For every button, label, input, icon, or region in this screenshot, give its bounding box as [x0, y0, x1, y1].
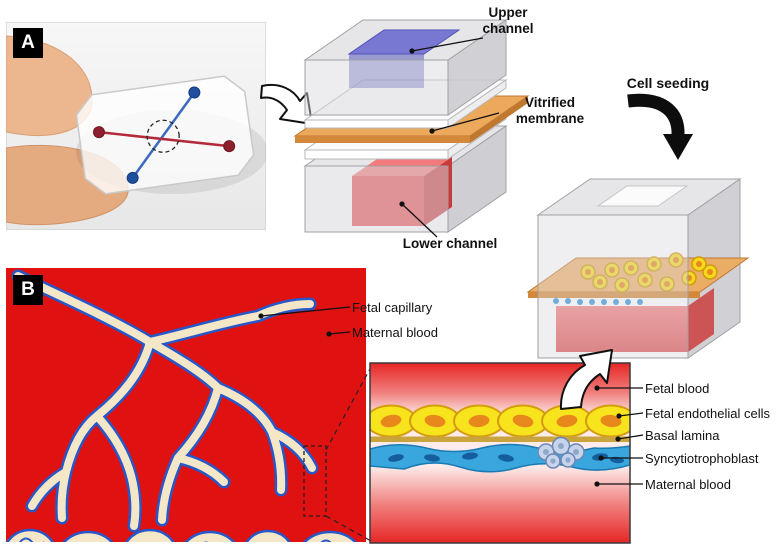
top-opening [596, 185, 689, 207]
placental-villi-art [6, 268, 366, 542]
cross-section-border [369, 362, 631, 544]
panel-a-label: A [13, 28, 43, 58]
syncytiotrophoblast-label: Syncytiotrophoblast [645, 451, 759, 466]
maternal-blood-layer [370, 466, 630, 543]
fetal-endothelial-cells-label: Fetal endothelial cells [645, 406, 771, 421]
endothelial-nuclei [380, 414, 622, 428]
syncytio-nuclei [388, 452, 624, 464]
maternal-blood-label: Maternal blood [352, 325, 438, 340]
basal-lamina-label: Basal lamina [645, 428, 720, 443]
seeded-cell-nuclei [585, 257, 713, 288]
vitrified-membrane-label: Vitrified membrane [515, 95, 585, 126]
device-cube-exploded [293, 19, 530, 233]
inlet-port [188, 86, 201, 99]
panel-b-label: B [13, 275, 43, 305]
lower-channel-seeded [556, 288, 714, 352]
cell-seeding-arrow-icon [627, 93, 693, 160]
cross-section-art [370, 363, 630, 543]
maternal-blood-inset-label: Maternal blood [645, 477, 731, 492]
villi-cross-sections [6, 528, 357, 542]
zoom-connector-line [325, 366, 372, 451]
culture-area-marker [146, 119, 180, 153]
capillary-lumen [14, 272, 316, 530]
exploded-view-arrow-icon [260, 84, 313, 125]
outlet-port [223, 140, 236, 153]
cytotrophoblast-cluster [537, 436, 585, 469]
device-cube-seeded [526, 178, 750, 359]
villi-capillary-squiggles [19, 537, 332, 542]
upper-channel-label: Upper channel [482, 5, 534, 36]
chip-photo [6, 22, 266, 230]
fetal-capillary-label: Fetal capillary [352, 300, 433, 315]
outlet-port [126, 171, 139, 184]
microfluidic-chip [75, 75, 255, 195]
basal-lamina-layer [370, 436, 630, 442]
cell-seeding-label: Cell seeding [626, 75, 710, 91]
leader-dots [258, 48, 622, 487]
zoom-region-marker [303, 445, 327, 517]
inlet-port [92, 126, 105, 139]
fetal-blood-label: Fetal blood [645, 381, 710, 396]
trophoblast-dots [553, 298, 643, 305]
leader-lines [260, 37, 644, 485]
cytotrophoblast-nuclei [543, 443, 579, 464]
blue-channel [131, 91, 196, 180]
red-channel [97, 130, 231, 148]
zoom-up-arrow-icon [559, 349, 613, 410]
lower-channel-label: Lower channel [402, 236, 498, 251]
